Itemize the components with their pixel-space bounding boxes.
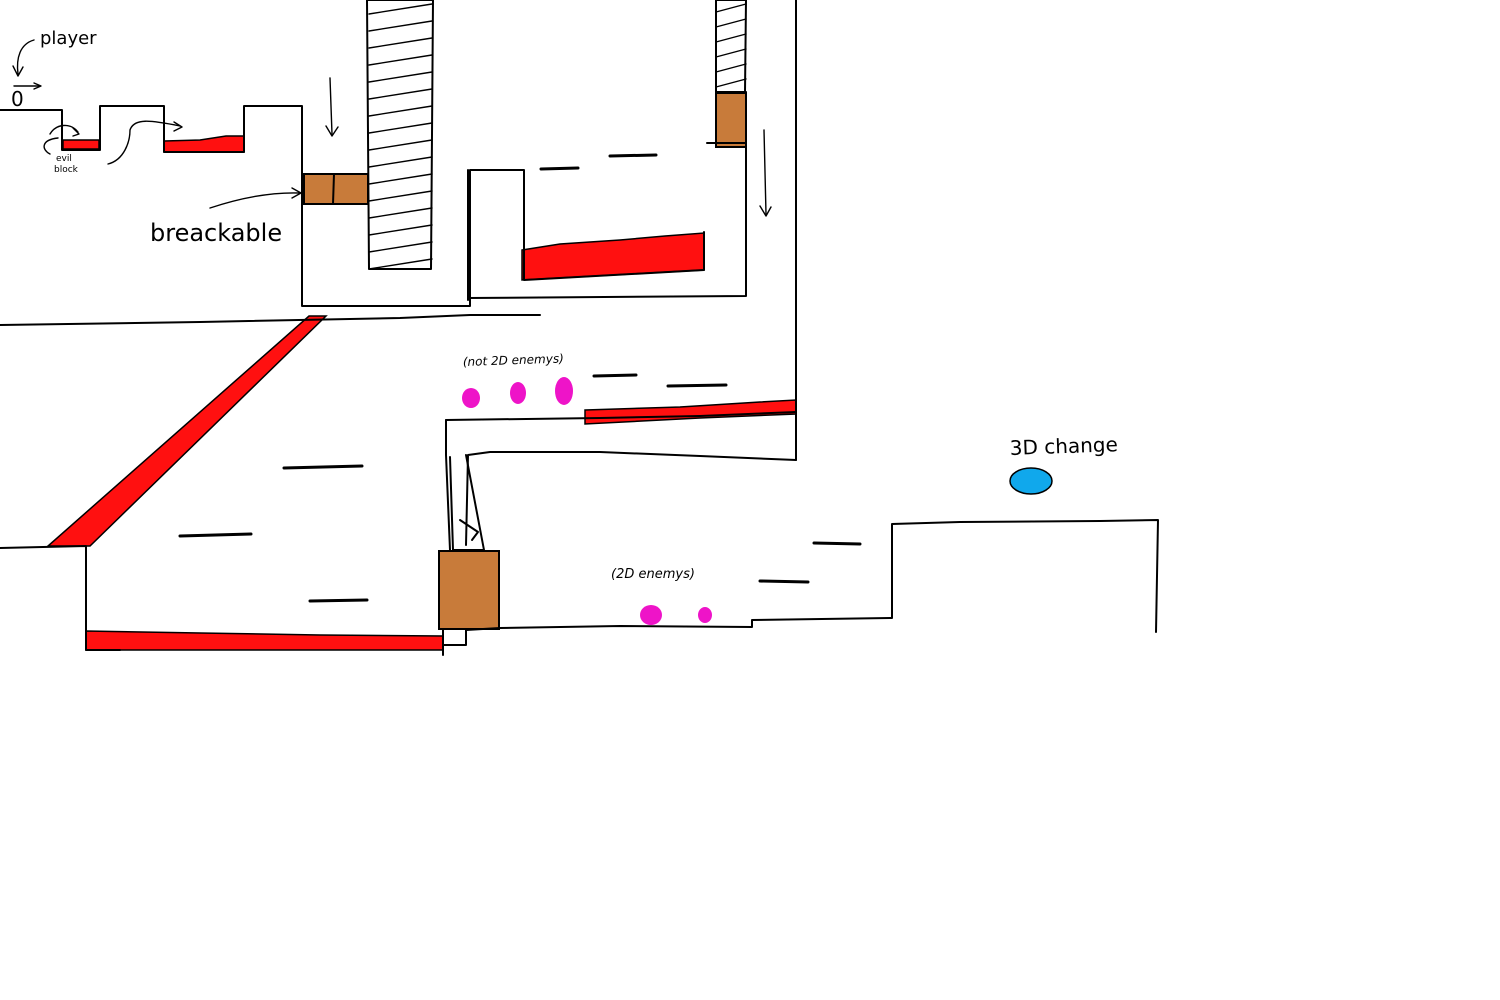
hatch-line [369, 259, 432, 269]
breakable-block-top [304, 174, 368, 204]
label-3d-change: 3D change [1009, 432, 1118, 460]
label-2d-enemies: (2D enemys) [611, 567, 695, 582]
hatch-line [369, 4, 432, 14]
hatch-line [716, 19, 746, 27]
label-breakable: breackable [150, 219, 282, 247]
crusher-left [367, 0, 433, 269]
hatch-line [369, 89, 432, 99]
hazard-diagonal-ramp [48, 316, 326, 546]
hatch-line [369, 242, 432, 252]
hatch-line [369, 191, 432, 201]
hatch-line [369, 123, 432, 133]
crusher-right [716, 0, 746, 92]
hatch-line [369, 140, 432, 150]
hatch-line [716, 64, 746, 72]
breakable-block-upper-right [716, 93, 746, 147]
label-evil-block-line1: evil [56, 154, 72, 164]
enemies-not-2d [462, 377, 573, 408]
hazard-middle-strip [585, 400, 796, 424]
label-player-marker: 0 [11, 87, 24, 111]
label-evil-block-line2: block [54, 165, 79, 175]
enemy-icon [510, 382, 526, 404]
hazard-lower-floor [86, 631, 443, 650]
enemy-icon [462, 388, 480, 408]
label-not-2d-enemies: (not 2D enemys) [463, 351, 564, 369]
hatch-line [716, 4, 746, 12]
enemy-icon [555, 377, 573, 405]
level-outline [0, 0, 1158, 655]
annotation-arrows [13, 40, 771, 216]
hazard-evil-block-small [63, 140, 99, 149]
hatch-line [369, 106, 432, 116]
hatch-line [369, 225, 432, 235]
hatch-line [369, 208, 432, 218]
enemy-icon [698, 607, 712, 623]
enemy-icon [640, 605, 662, 625]
hatch-line [369, 21, 432, 31]
hatch-line [369, 72, 432, 82]
hatch-line [369, 174, 432, 184]
hazard-pit-right [522, 233, 704, 280]
hatch-line [716, 49, 746, 57]
label-player: player [40, 28, 97, 49]
hazard-top-ledge [164, 136, 244, 152]
breakable-block-lower [439, 551, 499, 629]
hatch-line [369, 157, 432, 167]
label-evil-block: evil block [54, 154, 79, 175]
hatch-line [716, 79, 746, 87]
portal-3d-change-icon [1010, 468, 1052, 494]
hatch-line [369, 38, 432, 48]
hatch-line [369, 55, 432, 65]
hatch-line [716, 34, 746, 42]
enemies-2d [640, 605, 712, 625]
